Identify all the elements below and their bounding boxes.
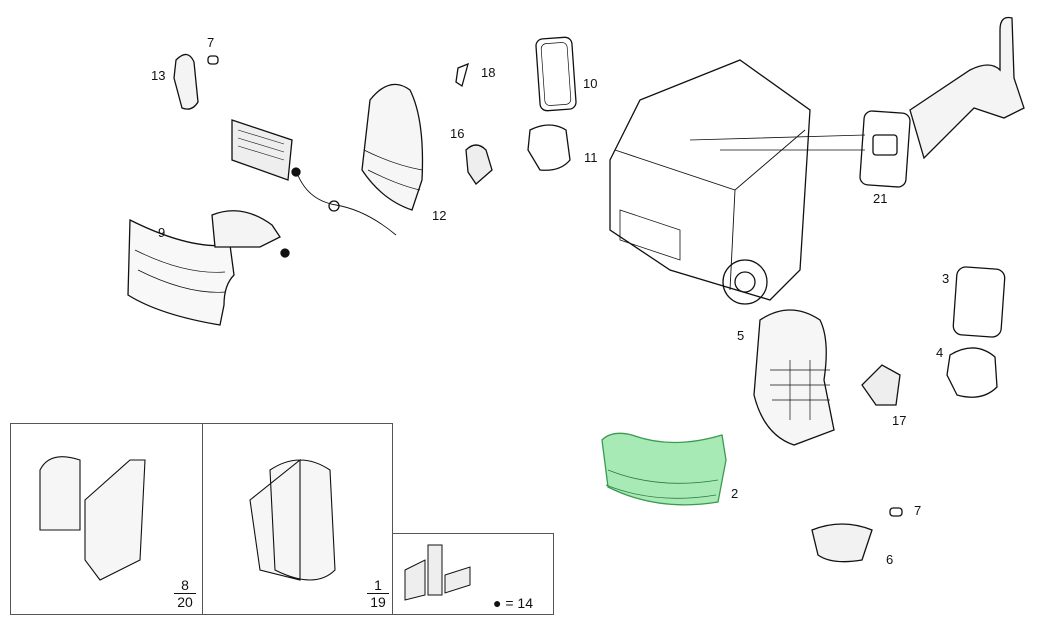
part-12-shape	[361, 83, 424, 211]
part-16-shape	[465, 144, 493, 185]
inset-box-legend	[392, 533, 554, 615]
callout-18: 18	[481, 65, 496, 80]
bullet-icon: ●	[493, 595, 502, 611]
callout-7: 7	[207, 35, 215, 50]
truck-shape	[609, 59, 866, 305]
part-21-shape	[859, 110, 911, 188]
callout-17: 17	[892, 413, 907, 428]
callout-6: 6	[886, 552, 894, 567]
callout-12: 12	[432, 208, 447, 223]
callout-5: 5	[737, 328, 745, 343]
callout-7b: 7	[914, 503, 922, 518]
callout-3: 3	[942, 271, 950, 286]
callout-4: 4	[936, 345, 944, 360]
part-5-shape	[753, 309, 835, 446]
part-9-shape	[127, 218, 235, 326]
inset-left-fraction: 8 20	[174, 577, 196, 610]
part-17-shape	[861, 364, 901, 406]
inset-middle-fraction: 1 19	[367, 577, 389, 610]
inset-box-middle	[202, 423, 393, 615]
callout-11: 11	[584, 150, 598, 165]
callout-9: 9	[158, 225, 166, 240]
part-4-shape	[946, 347, 998, 398]
part-2-highlight	[601, 432, 727, 506]
part-11-shape	[527, 124, 571, 171]
callout-16: 16	[450, 126, 465, 141]
part-3-shape	[952, 266, 1006, 338]
bracket-plate-shape	[231, 119, 293, 181]
part-6-shape	[811, 523, 873, 563]
callout-10: 10	[583, 76, 598, 91]
legend-note: ● = 14	[493, 595, 533, 611]
part-13-shape	[173, 53, 199, 110]
part-10-shape	[535, 36, 577, 112]
cover-shape	[211, 210, 281, 248]
callout-13: 13	[151, 68, 166, 83]
part-18-shape	[455, 62, 469, 88]
mirror-arm-shape	[909, 16, 1025, 160]
bullet-dot	[291, 167, 301, 177]
part-7-shape	[207, 55, 219, 65]
callout-21: 21	[873, 191, 888, 206]
callout-2[interactable]: 2	[731, 486, 739, 501]
